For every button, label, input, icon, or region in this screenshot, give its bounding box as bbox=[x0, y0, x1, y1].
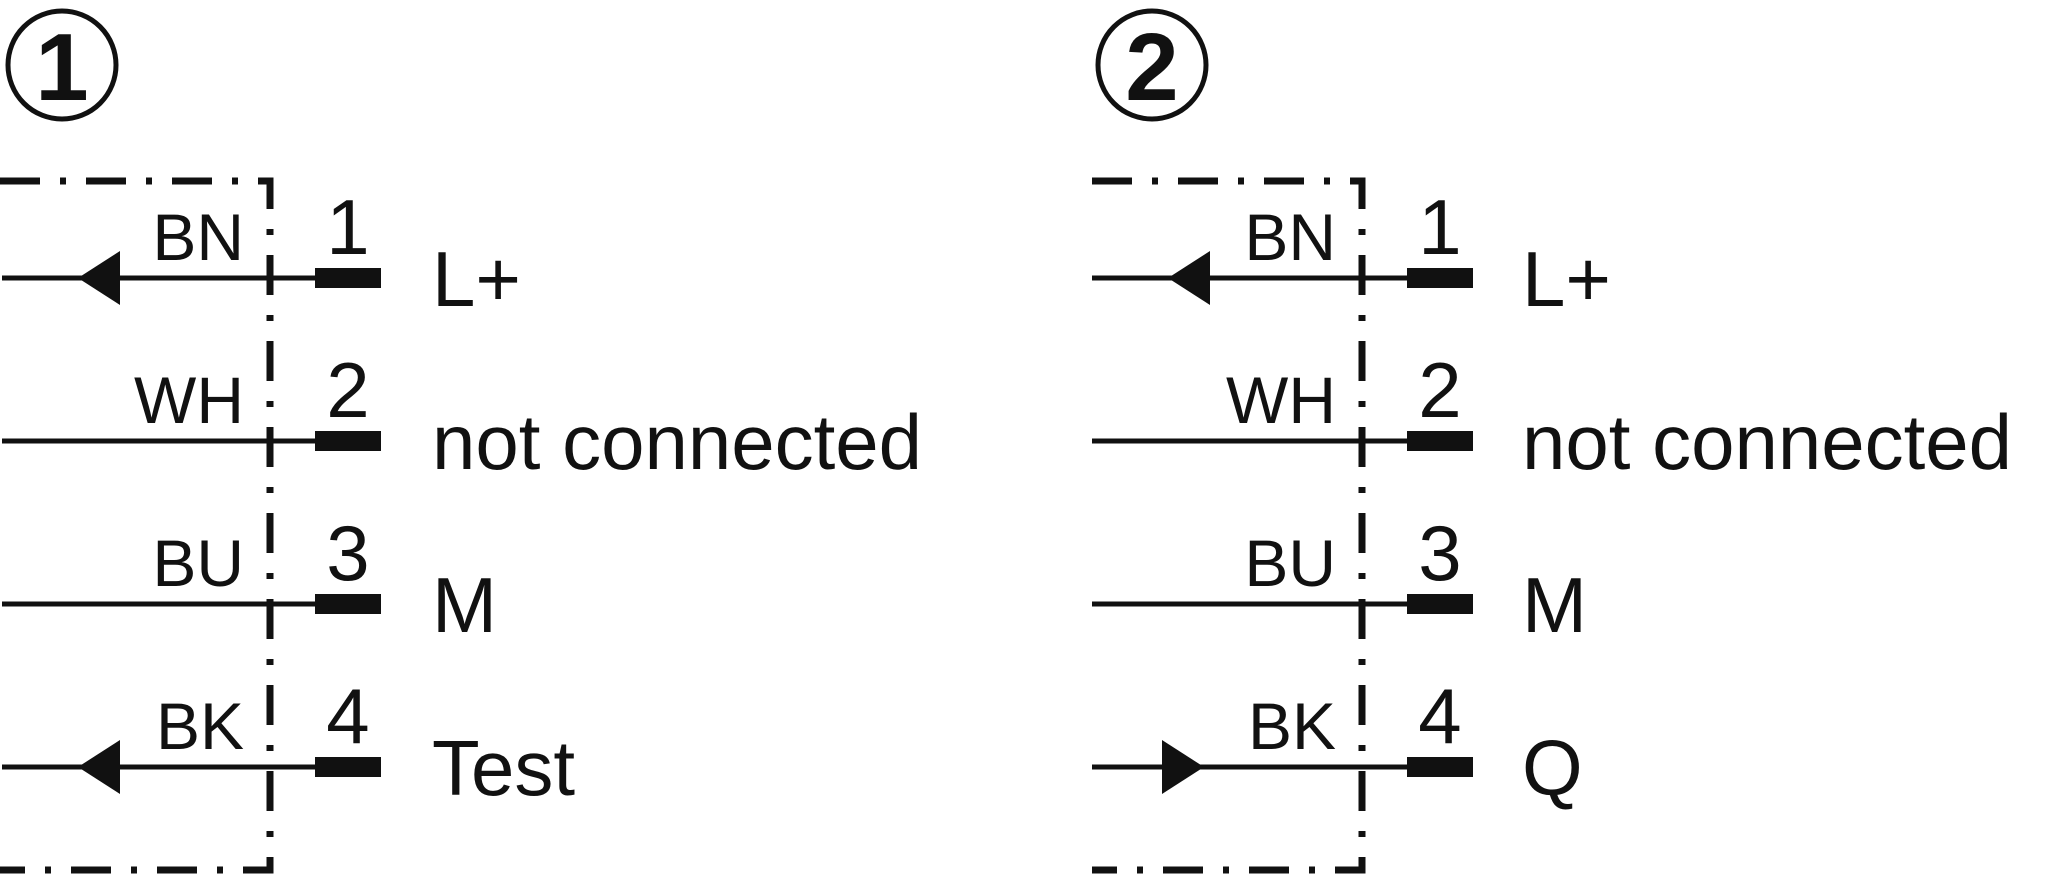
connector-2-badge-number: 2 bbox=[1125, 14, 1178, 121]
connector-1-pin-1-signal: L+ bbox=[432, 235, 521, 323]
connector-1-pin-1-arrow-in-icon bbox=[78, 251, 120, 305]
connector-1-pin-4-arrow-in-icon bbox=[78, 740, 120, 794]
connector-1-badge-number: 1 bbox=[35, 14, 88, 121]
connector-1-pin-4-wire-color: BK bbox=[156, 689, 244, 763]
connector-2-pin-1-number: 1 bbox=[1418, 183, 1461, 271]
connector-2-pin-4-signal: Q bbox=[1522, 724, 1583, 812]
connector-2-pin-1-wire-color: BN bbox=[1244, 200, 1336, 274]
connector-2-pin-4-arrow-out-icon bbox=[1162, 740, 1204, 794]
connector-1-pin-2-contact bbox=[315, 431, 381, 451]
connector-1-pin-3-signal: M bbox=[432, 561, 497, 649]
connector-1-pin-4-contact bbox=[315, 757, 381, 777]
connector-2-pin-3-signal: M bbox=[1522, 561, 1587, 649]
connector-2-pin-4-wire-color: BK bbox=[1248, 689, 1336, 763]
connector-1-pin-2-signal: not connected bbox=[432, 398, 922, 486]
connector-1-pin-1-number: 1 bbox=[326, 183, 369, 271]
connector-1-pin-3-contact bbox=[315, 594, 381, 614]
connector-1-pin-3-number: 3 bbox=[326, 509, 369, 597]
connector-2-pin-2-contact bbox=[1407, 431, 1473, 451]
connector-2-pin-3-number: 3 bbox=[1418, 509, 1461, 597]
connector-2-pin-3-wire-color: BU bbox=[1244, 526, 1336, 600]
connector-1-pin-4-signal: Test bbox=[432, 724, 575, 812]
connector-2-pin-2-wire-color: WH bbox=[1226, 363, 1336, 437]
connector-2-badge-circle bbox=[1095, 8, 1209, 122]
connector-2-pin-3-contact bbox=[1407, 594, 1473, 614]
connector-1-pin-3-wire-color: BU bbox=[152, 526, 244, 600]
connector-2-housing-frame bbox=[1092, 177, 1366, 874]
connector-1-pin-4-number: 4 bbox=[326, 672, 369, 760]
connector-1-pin-1-wire-color: BN bbox=[152, 200, 244, 274]
connector-2-pin-4-contact bbox=[1407, 757, 1473, 777]
connector-2-pin-4-number: 4 bbox=[1418, 672, 1461, 760]
connector-2-pin-2-number: 2 bbox=[1418, 346, 1461, 434]
connector-1-pin-2-number: 2 bbox=[326, 346, 369, 434]
connector-1-badge-circle bbox=[5, 8, 119, 122]
connector-2-pin-2-signal: not connected bbox=[1522, 398, 2012, 486]
connector-2-pin-1-contact bbox=[1407, 268, 1473, 288]
connector-2-pin-1-signal: L+ bbox=[1522, 235, 1611, 323]
connector-2-pin-1-arrow-in-icon bbox=[1168, 251, 1210, 305]
connector-1-housing-frame bbox=[0, 177, 274, 874]
connector-1-pin-2-wire-color: WH bbox=[134, 363, 244, 437]
connector-1-pin-1-contact bbox=[315, 268, 381, 288]
